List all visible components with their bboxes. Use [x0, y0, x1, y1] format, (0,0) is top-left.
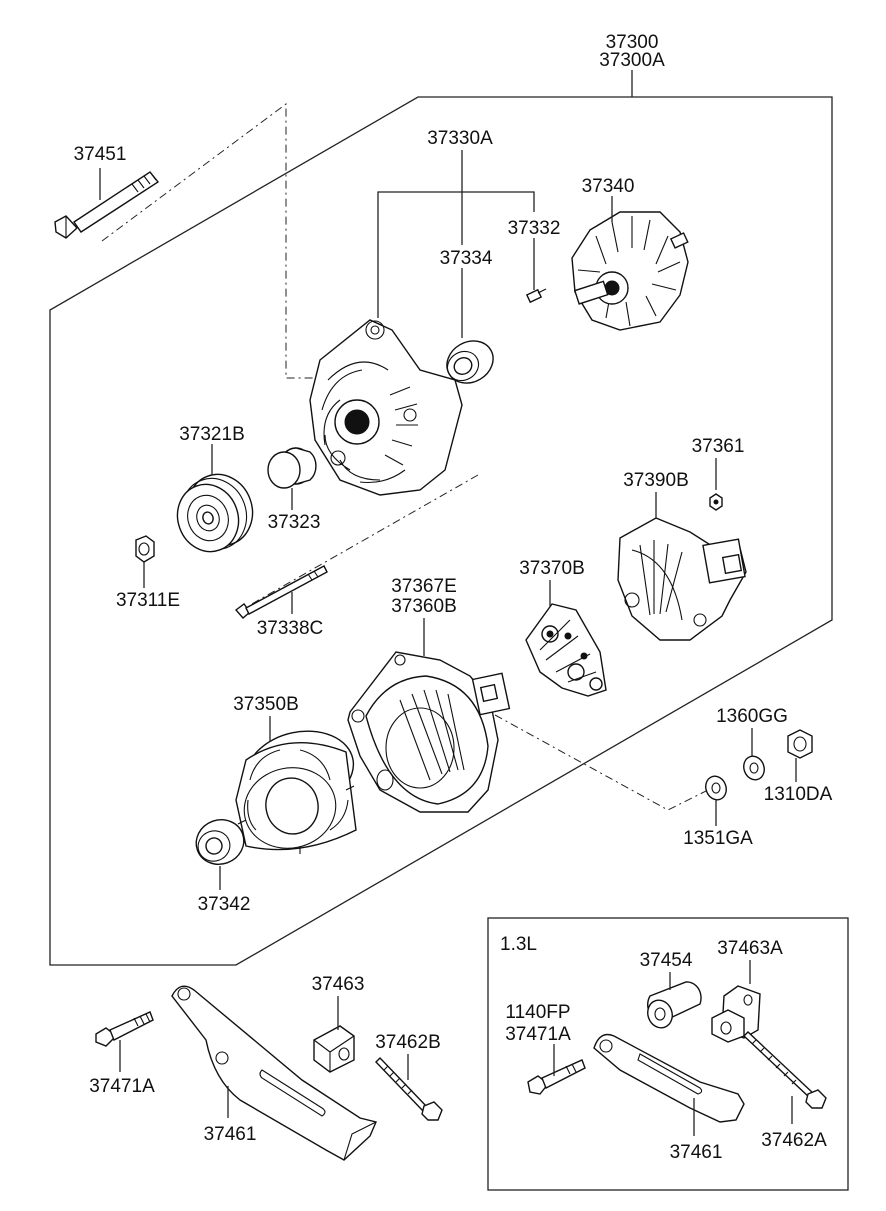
label-1140FP[interactable]: 1140FP	[505, 1002, 570, 1023]
label-37361[interactable]: 37361	[692, 436, 745, 457]
inset-spacer-37454-part	[647, 981, 702, 1029]
label-37350B[interactable]: 37350B	[233, 694, 299, 715]
label-37463A[interactable]: 37463A	[717, 938, 783, 959]
label-37311E[interactable]: 37311E	[116, 590, 180, 611]
label-37390B[interactable]: 37390B	[623, 470, 689, 491]
label-37462B[interactable]: 37462B	[375, 1032, 441, 1053]
through-bolt-37338C-part	[234, 565, 328, 619]
label-1360GG[interactable]: 1360GG	[716, 706, 788, 727]
label-37323[interactable]: 37323	[268, 512, 321, 533]
screw-37332-part	[525, 288, 547, 304]
guide-line-bolt	[101, 103, 318, 379]
rear-housing-37360B-part	[347, 651, 511, 813]
inset-bracket-37461-part	[593, 1033, 745, 1123]
pulley-37321B-part	[176, 473, 254, 553]
stator-37350B-part	[235, 730, 357, 854]
label-1310DA[interactable]: 1310DA	[764, 784, 833, 805]
label-37321B[interactable]: 37321B	[179, 424, 245, 445]
insulator-1351GA-part	[705, 775, 727, 801]
label-37471A[interactable]: 37471A	[89, 1076, 155, 1097]
label-37454[interactable]: 37454	[640, 950, 693, 971]
label-37451[interactable]: 37451	[74, 144, 127, 165]
front-housing-part	[309, 319, 463, 496]
label-37461[interactable]: 37461	[204, 1124, 257, 1145]
label-37300[interactable]: 37300	[606, 32, 659, 53]
bearing-37342-part	[195, 819, 245, 865]
label-37462A[interactable]: 37462A	[761, 1130, 827, 1151]
label-inset-37461[interactable]: 37461	[670, 1142, 723, 1163]
label-37370B[interactable]: 37370B	[519, 558, 585, 579]
nut-block-37463-part	[313, 1025, 355, 1073]
inset-bolt-37462A-part	[742, 1031, 827, 1109]
bearing-37334-part	[446, 340, 494, 384]
spacer-37323-part	[267, 447, 317, 489]
nut-1310DA-part	[787, 729, 813, 759]
label-37367E[interactable]: 37367E	[391, 576, 457, 597]
label-37338C[interactable]: 37338C	[257, 618, 324, 639]
rectifier-37370B-part	[525, 603, 607, 697]
label-37332[interactable]: 37332	[508, 218, 561, 239]
label-37360B[interactable]: 37360B	[391, 596, 457, 617]
nut-37311E-part	[135, 535, 155, 563]
label-37342[interactable]: 37342	[198, 894, 251, 915]
washer-1360GG-part	[743, 755, 765, 781]
bracket-37461-part	[171, 985, 377, 1161]
label-inset-37471A[interactable]: 37471A	[505, 1024, 571, 1045]
assembly-frame	[49, 96, 833, 966]
guide-line-through-bolt	[249, 474, 479, 606]
inset-box-1-3L	[487, 917, 849, 1191]
nut-37361-part	[709, 493, 723, 511]
rotor-37340-part	[571, 211, 689, 331]
label-1351GA[interactable]: 1351GA	[683, 828, 753, 849]
inset-bolt-1140FP-part	[527, 1059, 586, 1095]
bolt-37451-part	[54, 171, 160, 239]
label-37340[interactable]: 37340	[582, 176, 635, 197]
label-37334[interactable]: 37334	[440, 248, 493, 269]
bolt-37462B-part	[375, 1056, 443, 1121]
bolt-37471A-part	[95, 1011, 154, 1047]
cover-37390B-part	[617, 517, 747, 641]
label-37463[interactable]: 37463	[312, 974, 365, 995]
leader-37330A-bracket	[377, 191, 535, 318]
inset-title: 1.3L	[500, 934, 537, 955]
label-37300A[interactable]: 37300A	[599, 50, 665, 71]
label-37330A[interactable]: 37330A	[427, 128, 493, 149]
inset-nut-block-37463A-part	[711, 985, 761, 1043]
